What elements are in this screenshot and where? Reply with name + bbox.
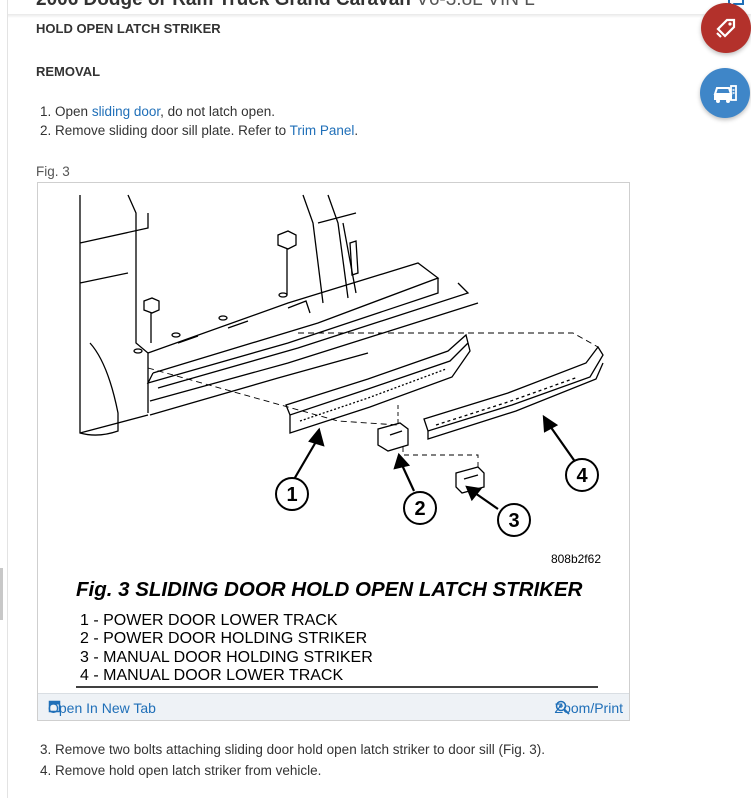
figure-caption: Fig. 3 SLIDING DOOR HOLD OPEN LATCH STRI… <box>76 578 583 601</box>
callout-2: 2 <box>414 498 425 520</box>
step-2: 2. Remove sliding door sill plate. Refer… <box>40 123 359 138</box>
legend-item-1: 1 - POWER DOOR LOWER TRACK <box>80 612 338 629</box>
figure-container: 1 2 3 4 808b2f62 Fig. 3 SLIDING DOOR HOL… <box>37 182 630 721</box>
car-service-icon <box>713 85 737 103</box>
open-new-tab-link[interactable]: Open In New Tab <box>48 700 156 716</box>
engine-subtitle: V6-3.8L VIN L <box>411 0 535 10</box>
callout-1: 1 <box>286 484 297 506</box>
step-4: 4. Remove hold open latch striker from v… <box>40 763 322 778</box>
section-heading: HOLD OPEN LATCH STRIKER <box>36 21 221 36</box>
callout-2-circle <box>403 491 437 525</box>
car-service-button[interactable] <box>700 68 750 118</box>
wrench-tag-button[interactable] <box>701 3 751 53</box>
callout-4: 4 <box>576 465 588 487</box>
figure-footer: Open In New Tab Zoom/Print <box>38 693 629 720</box>
callout-3-circle <box>497 503 531 537</box>
vehicle-title: 2006 Dodge or Ram Truck Grand Caravan <box>36 0 411 10</box>
callout-1-circle <box>275 477 309 511</box>
zoom-icon <box>555 700 570 715</box>
left-border <box>7 0 8 798</box>
trim-panel-link[interactable]: Trim Panel <box>289 123 355 138</box>
header-shadow <box>8 14 751 18</box>
legend-item-3: 3 - MANUAL DOOR HOLDING STRIKER <box>80 649 373 666</box>
new-tab-icon <box>48 700 61 713</box>
zoom-print-link[interactable]: Zoom/Print <box>554 700 623 716</box>
sliding-door-link[interactable]: sliding door <box>91 104 161 119</box>
figure-code: 808b2f62 <box>551 552 601 566</box>
removal-heading: REMOVAL <box>36 64 101 79</box>
step-3: 3. Remove two bolts attaching sliding do… <box>40 742 545 757</box>
scroll-edge[interactable] <box>0 568 3 620</box>
legend-item-2: 2 - POWER DOOR HOLDING STRIKER <box>80 630 367 647</box>
figure-label: Fig. 3 <box>36 164 70 179</box>
callout-3: 3 <box>508 510 519 532</box>
legend-item-4: 4 - MANUAL DOOR LOWER TRACK <box>80 667 343 684</box>
wrench-tag-icon <box>716 18 736 38</box>
page-title: 2006 Dodge or Ram Truck Grand Caravan V6… <box>36 0 535 11</box>
diagram-illustration[interactable]: 1 2 3 4 808b2f62 Fig. 3 SLIDING DOOR HOL… <box>38 183 631 695</box>
callout-4-circle <box>565 458 599 492</box>
step-1: 1. Open sliding door, do not latch open. <box>40 104 275 119</box>
